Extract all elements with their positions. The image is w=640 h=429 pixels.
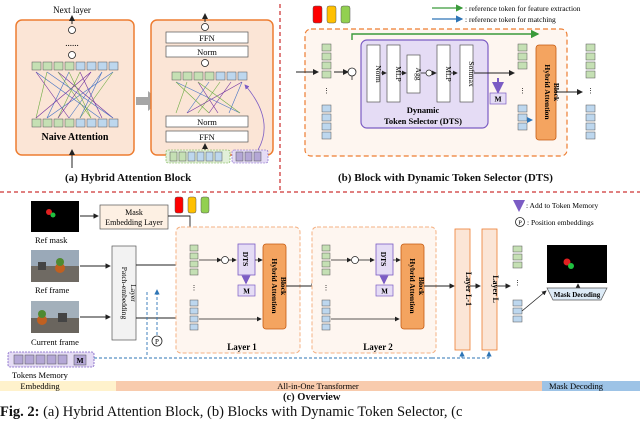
figure-caption-text: (a) Hybrid Attention Block, (b) Blocks w… xyxy=(39,404,463,420)
caption-c: (c) Overview xyxy=(283,392,341,403)
patch-embedding-box xyxy=(111,245,137,341)
caption-b: (b) Block with Dynamic Token Selector (D… xyxy=(338,172,553,184)
norm-label-a1: Norm xyxy=(197,47,217,57)
m-label-layer1: M xyxy=(243,288,250,296)
svg-text:⋮: ⋮ xyxy=(519,87,526,95)
output-token-column-b: ⋮ xyxy=(585,43,596,140)
panel-c: Ref mask Ref frame Current frame M Token… xyxy=(0,196,640,391)
layer-l-box xyxy=(481,228,498,351)
dts-mlp2-label: MLP xyxy=(444,66,453,81)
next-layer-label: Next layer xyxy=(53,5,91,15)
dts-box-layer2 xyxy=(375,243,394,276)
layer2-label: Layer 2 xyxy=(363,342,393,352)
hab-layer2-line1: Hybrid Attention xyxy=(408,258,417,314)
m-label-memory: M xyxy=(76,356,83,365)
legend-feature-text: : reference token for feature extraction xyxy=(465,4,581,13)
mask-embedding-box xyxy=(99,204,169,230)
top-tokens-b xyxy=(171,71,248,81)
layer2-in-tokens: ⋮ xyxy=(321,244,331,331)
layer1-label: Layer 1 xyxy=(227,342,257,352)
overview-output-tokens: ⋮ xyxy=(512,245,523,323)
hab-box-layer1 xyxy=(262,243,287,330)
layer-l-label: Layer L xyxy=(491,275,500,303)
ref-frame-label: Ref frame xyxy=(35,285,69,295)
input-tokens-a xyxy=(165,149,269,164)
patch-embedding-line2: Layer xyxy=(129,284,138,302)
traffic-light-icon-b xyxy=(312,5,351,24)
input-token-column-b: ⋮ xyxy=(321,43,332,140)
hab-layer2-line2: Block xyxy=(417,277,426,296)
output-mask-image xyxy=(547,245,607,283)
dts-mlp1-label: MLP xyxy=(394,66,403,81)
mid-token-column-b: ⋮ xyxy=(517,43,528,131)
current-frame-image xyxy=(31,301,79,333)
ref-frame-image xyxy=(31,250,79,282)
m-label-layer2: M xyxy=(381,288,388,296)
attention-lines-a xyxy=(35,71,114,119)
band-embedding xyxy=(0,381,116,391)
panel-b: : reference token for feature extraction… xyxy=(296,4,596,157)
hab-box-layer2 xyxy=(400,243,425,330)
svg-text:⋮: ⋮ xyxy=(191,284,198,292)
legend-pos-text: : Position embeddings xyxy=(527,218,594,227)
band-embedding-label: Embedding xyxy=(20,381,60,391)
svg-text:⋮: ⋮ xyxy=(587,87,594,95)
position-embedding-icon xyxy=(151,335,163,347)
band-transformer-label: All-in-One Transformer xyxy=(277,381,359,391)
band-mask-decoding-label: Mask Decoding xyxy=(549,381,604,391)
dots-a: ...... xyxy=(65,38,79,48)
m-box-b xyxy=(489,92,507,105)
ref-mask-label: Ref mask xyxy=(35,235,68,245)
bottom-tokens-a xyxy=(31,118,119,128)
hab-layer1-line2: Block xyxy=(279,277,288,296)
dts-label-layer2: DTS xyxy=(379,252,388,267)
patch-embedding-line1: Patch-embedding xyxy=(120,267,129,320)
hab-layer1-line1: Hybrid Attention xyxy=(270,258,279,314)
mask-decoding-label: Mask Decoding xyxy=(554,291,601,299)
p-symbol-legend: P xyxy=(518,220,522,227)
svg-text:⋮: ⋮ xyxy=(323,87,330,95)
attention-lines-b xyxy=(175,81,243,114)
svg-text:⋮: ⋮ xyxy=(323,284,330,292)
mask-embedding-line2: Embedding Layer xyxy=(105,218,163,227)
p-symbol-overview: P xyxy=(155,338,159,346)
ffn-label-a2: FFN xyxy=(199,132,215,142)
legend-add-text: : Add to Token Memory xyxy=(526,201,598,210)
dts-title-2: Token Selector (DTS) xyxy=(384,116,462,126)
dts-agg-label: Agg xyxy=(414,68,423,81)
dts-label-layer1: DTS xyxy=(241,252,250,267)
naive-attention-label: Naive Attention xyxy=(42,132,109,143)
band-transformer xyxy=(116,381,542,391)
norm-label-a2: Norm xyxy=(197,117,217,127)
traffic-light-icon-c xyxy=(174,196,210,214)
figure-caption-label: Fig. 2: xyxy=(0,404,40,420)
dts-title-1: Dynamic xyxy=(407,105,440,115)
layer1-in-tokens: ⋮ xyxy=(189,244,199,331)
mask-embedding-line1: Mask xyxy=(125,208,143,217)
m-label-b: M xyxy=(494,95,501,104)
top-tokens-a xyxy=(31,61,119,71)
svg-text:⋮: ⋮ xyxy=(514,279,521,287)
dts-norm-label: Norm xyxy=(374,65,383,83)
ffn-label-a: FFN xyxy=(199,33,215,43)
mask-decoding-box xyxy=(546,287,608,301)
dts-box-layer1 xyxy=(237,243,256,276)
current-frame-label: Current frame xyxy=(31,337,79,347)
dts-softmax-label: Softmax xyxy=(467,61,476,87)
layer-l-minus-1-label: Layer L-1 xyxy=(464,272,473,306)
tokens-memory-label: Tokens Memory xyxy=(12,370,69,380)
layer-l-minus-1-box xyxy=(454,228,471,351)
hab-b-line1: Hybrid Attention xyxy=(543,64,552,120)
figure-caption: Fig. 2: (a) Hybrid Attention Block, (b) … xyxy=(0,404,640,421)
band-mask-decoding xyxy=(542,381,640,391)
panel-a: Next layer ...... xyxy=(15,5,274,168)
caption-a: (a) Hybrid Attention Block xyxy=(65,172,192,184)
legend-matching-text: : reference token for matching xyxy=(465,15,556,24)
